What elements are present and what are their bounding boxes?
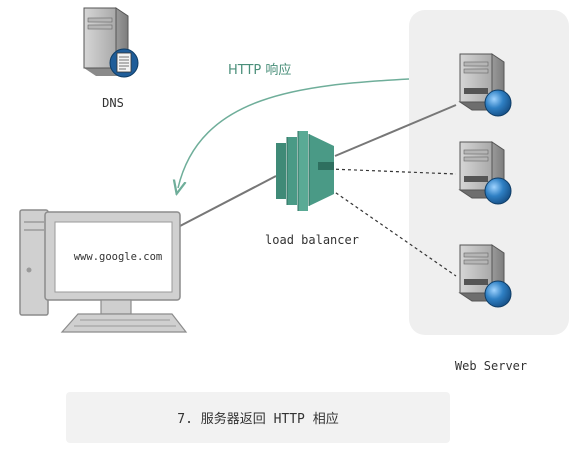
lb-to-server-1-line xyxy=(334,104,457,157)
dns-label: DNS xyxy=(102,96,124,110)
web-server-icon xyxy=(459,53,512,117)
http-response-label: HTTP 响应 xyxy=(228,62,291,78)
step-caption-box: 7. 服务器返回 HTTP 相应 xyxy=(66,392,450,443)
computer-icon xyxy=(19,209,188,333)
client-screen-url: www.google.com xyxy=(74,251,163,263)
load-balancer-label: load balancer xyxy=(265,233,359,247)
web-server-label: Web Server xyxy=(455,359,527,373)
http-response-arrow xyxy=(178,78,410,188)
web-server-icon xyxy=(459,141,512,205)
step-caption: 7. 服务器返回 HTTP 相应 xyxy=(177,412,339,427)
dns-server-icon xyxy=(83,7,139,78)
load-balancer-icon xyxy=(276,131,334,211)
web-server-icon xyxy=(459,244,512,308)
client-to-lb-line xyxy=(179,175,277,227)
lb-to-server-3-line xyxy=(325,185,457,277)
